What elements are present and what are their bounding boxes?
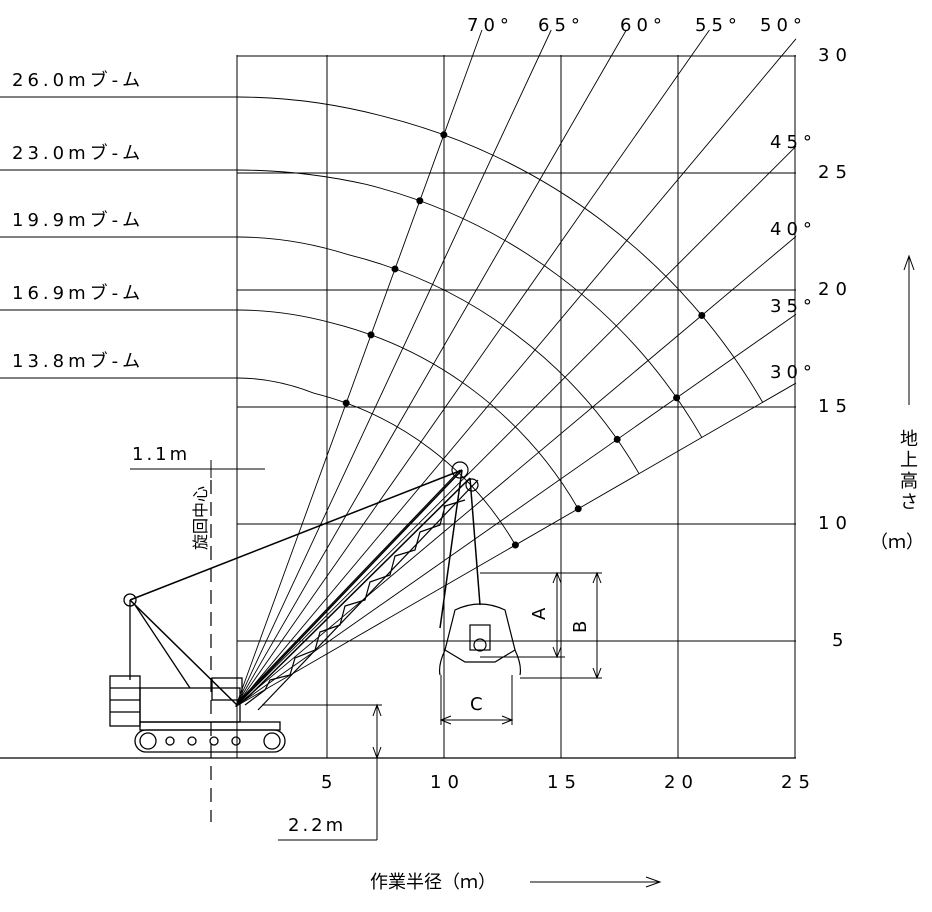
bucket-dim-b-label: B: [570, 621, 591, 633]
boom-arc-3: [331, 322, 579, 510]
boom-tip-dot-2-1: [613, 435, 621, 443]
crane-body: [109, 593, 286, 753]
crane-cables: [129, 469, 481, 706]
bucket-dim-a-label: A: [529, 607, 550, 620]
angle-ray-65: [235, 29, 552, 707]
dim-2-2m-label: 2.2m: [288, 815, 346, 836]
angle-label-70: 70°: [467, 15, 514, 36]
angle-ray-45: [235, 145, 797, 707]
angle-label-30: 30°: [770, 362, 817, 383]
y-tick-20: 20: [818, 279, 853, 300]
angle-label-50: 50°: [760, 15, 807, 36]
boom-label-26: 26.0mブ-ム: [12, 69, 144, 91]
boom-tip-dot-0-0: [440, 131, 448, 139]
y-tick-15: 15: [818, 396, 853, 417]
x-axis-arrowhead: [645, 876, 662, 888]
boom-arc-4: [313, 392, 516, 546]
angle-rays: [235, 29, 797, 707]
angle-ray-35: [235, 313, 797, 707]
boom-tip-dot-0-1: [698, 311, 706, 319]
x-tick-25: 25: [781, 772, 816, 793]
bucket-dims: [439, 571, 602, 725]
y-tick-5: 5: [832, 630, 849, 651]
boom-label-23: 23.0mブ-ム: [12, 142, 144, 164]
boom-leader-curve-2: [236, 236, 349, 256]
y-axis-arrowhead: [903, 254, 915, 271]
boom-arc-1: [365, 183, 703, 438]
boom-leader-curve-1: [236, 169, 367, 185]
angle-label-55: 55°: [695, 15, 742, 36]
dim-1-1m-label: 1.1m: [132, 444, 190, 465]
angle-label-65: 65°: [538, 15, 585, 36]
dim-2-2m-arrow-down: [372, 746, 382, 760]
boom-tip-dot-1-0: [416, 197, 424, 205]
y-axis-label-char-3: 高: [900, 471, 918, 492]
dim-2-2m-arrow-up: [372, 703, 382, 717]
x-tick-15: 15: [547, 772, 582, 793]
y-axis-label-char-1: 地: [900, 429, 918, 450]
boom-tip-dot-4-1: [511, 541, 519, 549]
boom-arc-0: [382, 115, 764, 403]
boom-tip-dot-2-0: [391, 265, 399, 273]
y-axis-label-char-4: さ: [900, 492, 918, 513]
angle-ray-60: [235, 29, 627, 707]
boom-leader-curve-4: [236, 377, 315, 394]
y-tick-25: 25: [818, 162, 853, 183]
boom-tip-points: [342, 131, 706, 549]
boom-tip-dot-3-1: [574, 505, 582, 513]
boom-arcs: [0, 96, 764, 546]
angle-label-35: 35°: [770, 296, 817, 317]
y-axis-label-char-2: 上: [900, 450, 918, 471]
boom-leader-curve-0: [236, 96, 384, 117]
angle-ray-55: [235, 29, 710, 707]
swing-center-label: 旋回中心: [191, 486, 210, 550]
boom-label-19: 19.9mブ-ム: [12, 209, 144, 231]
angle-label-60: 60°: [620, 15, 667, 36]
boom-tip-dot-4-0: [342, 399, 350, 407]
y-tick-10: 10: [818, 513, 853, 534]
y-tick-30: 30: [818, 45, 853, 66]
angle-label-45: 45°: [770, 132, 817, 153]
x-tick-5: 5: [321, 772, 338, 793]
x-axis-label: 作業半径（ｍ）: [370, 872, 496, 893]
x-tick-10: 10: [430, 772, 465, 793]
boom-label-16: 16.9mブ-ム: [12, 282, 144, 304]
grid: [0, 55, 796, 759]
clamshell-bucket: [438, 603, 522, 676]
boom-tip-dot-1-1: [673, 394, 681, 402]
lattice-boom: [239, 461, 479, 711]
angle-ray-70: [235, 29, 483, 707]
boom-tip-dot-3-0: [367, 331, 375, 339]
boom-leader-curve-3: [236, 309, 332, 324]
boom-arc-2: [348, 254, 640, 474]
angle-ray-50: [235, 38, 797, 707]
boom-label-13: 13.8mブ-ム: [12, 350, 144, 372]
y-axis-unit: （ｍ）: [870, 532, 924, 553]
x-tick-20: 20: [664, 772, 699, 793]
angle-label-40: 40°: [770, 219, 817, 240]
bucket-dim-c-label: C: [470, 694, 483, 715]
